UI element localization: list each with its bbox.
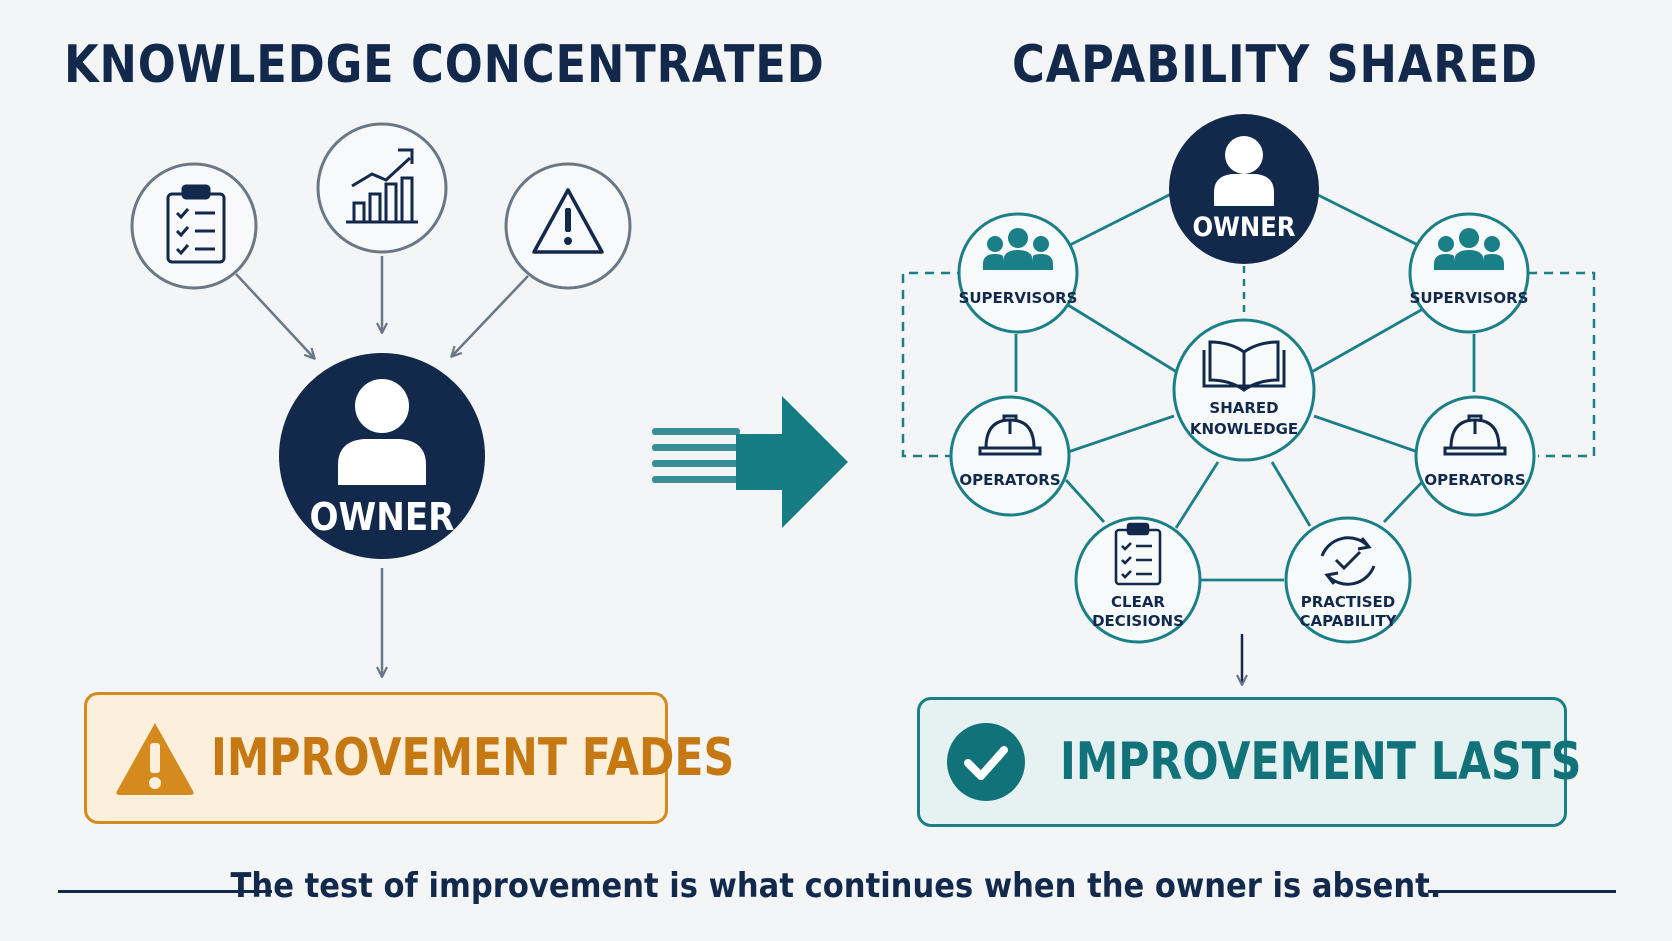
clipboard-checklist-icon	[1114, 522, 1162, 586]
right-dashed-bracket	[1528, 271, 1596, 458]
input-arrow-clipboard	[235, 273, 314, 358]
owner-node-right: OWNER	[1169, 114, 1319, 264]
link-supervisors-left-shared	[1067, 303, 1181, 376]
supervisors-right-label: SUPERVISORS	[1410, 289, 1529, 307]
link-owner-supervisors-left	[1059, 190, 1176, 252]
title-capability-shared: CAPABILITY SHARED	[1012, 35, 1538, 95]
outcome-fades-text: IMPROVEMENT FADES	[211, 728, 735, 788]
link-shared-decisions	[1174, 461, 1220, 529]
right-panel: OWNER SUPERVISORS	[901, 114, 1596, 684]
input-node-chart	[316, 122, 448, 254]
shared-knowledge-node: SHARED KNOWLEDGE	[1172, 318, 1316, 462]
practised-capability-label-line1: PRACTISED	[1301, 593, 1395, 611]
bar-chart-trend-icon	[346, 148, 418, 224]
input-arrow-warning	[452, 275, 529, 356]
link-operators-right-capability	[1382, 479, 1426, 523]
input-node-warning	[504, 162, 632, 290]
person-icon	[338, 379, 426, 485]
owner-node-left: OWNER	[279, 353, 485, 559]
supervisors-left-label: SUPERVISORS	[959, 289, 1078, 307]
supervisors-node-right: SUPERVISORS	[1408, 212, 1530, 334]
supervisors-node-left: SUPERVISORS	[957, 212, 1079, 334]
outcome-box-lasts: IMPROVEMENT LASTS	[917, 697, 1581, 827]
clipboard-checklist-icon	[166, 184, 226, 264]
title-knowledge-concentrated: KNOWLEDGE CONCENTRATED	[64, 35, 825, 95]
network-links	[1014, 190, 1476, 582]
input-node-clipboard	[130, 162, 258, 290]
people-group-icon	[1434, 228, 1504, 270]
cycle-check-icon	[1320, 536, 1376, 586]
operators-left-label: OPERATORS	[959, 471, 1060, 489]
warning-triangle-icon	[116, 723, 194, 795]
operators-right-label: OPERATORS	[1424, 471, 1525, 489]
transition-arrow	[652, 396, 848, 528]
operators-node-right: OPERATORS	[1414, 395, 1536, 517]
left-panel: OWNER	[130, 122, 632, 676]
practised-capability-label-line2: CAPABILITY	[1299, 612, 1397, 630]
clear-decisions-label-line2: DECISIONS	[1092, 612, 1184, 630]
link-owner-supervisors-right	[1311, 190, 1429, 252]
link-supervisors-right-shared	[1307, 303, 1431, 376]
clear-decisions-node: CLEAR DECISIONS	[1074, 516, 1202, 644]
outcome-box-fades: IMPROVEMENT FADES	[84, 692, 734, 824]
hard-hat-icon	[978, 414, 1042, 456]
person-icon	[1214, 136, 1274, 206]
owner-label-right: OWNER	[1192, 212, 1295, 244]
footer-rule-right	[1428, 890, 1616, 893]
outcome-lasts-text: IMPROVEMENT LASTS	[1060, 732, 1582, 792]
warning-triangle-icon	[532, 188, 604, 254]
shared-knowledge-label-line1: SHARED	[1209, 399, 1278, 417]
hard-hat-icon	[1443, 414, 1507, 456]
link-operators-left-shared	[1067, 414, 1175, 454]
people-group-icon	[983, 228, 1053, 270]
link-operators-right-shared	[1313, 414, 1419, 454]
link-shared-capability	[1270, 461, 1312, 527]
left-dashed-bracket	[901, 271, 966, 458]
clear-decisions-label-line1: CLEAR	[1111, 593, 1165, 611]
operators-node-left: OPERATORS	[949, 395, 1071, 517]
link-operators-left-decisions	[1064, 479, 1106, 523]
footer-rule-left	[58, 890, 272, 893]
owner-label-left: OWNER	[309, 494, 454, 539]
shared-knowledge-label-line2: KNOWLEDGE	[1190, 420, 1298, 438]
open-book-icon	[1202, 340, 1286, 392]
footer-statement: The test of improvement is what continue…	[230, 866, 1442, 906]
checkmark-circle-icon	[947, 723, 1025, 801]
practised-capability-node: PRACTISED CAPABILITY	[1284, 516, 1412, 644]
